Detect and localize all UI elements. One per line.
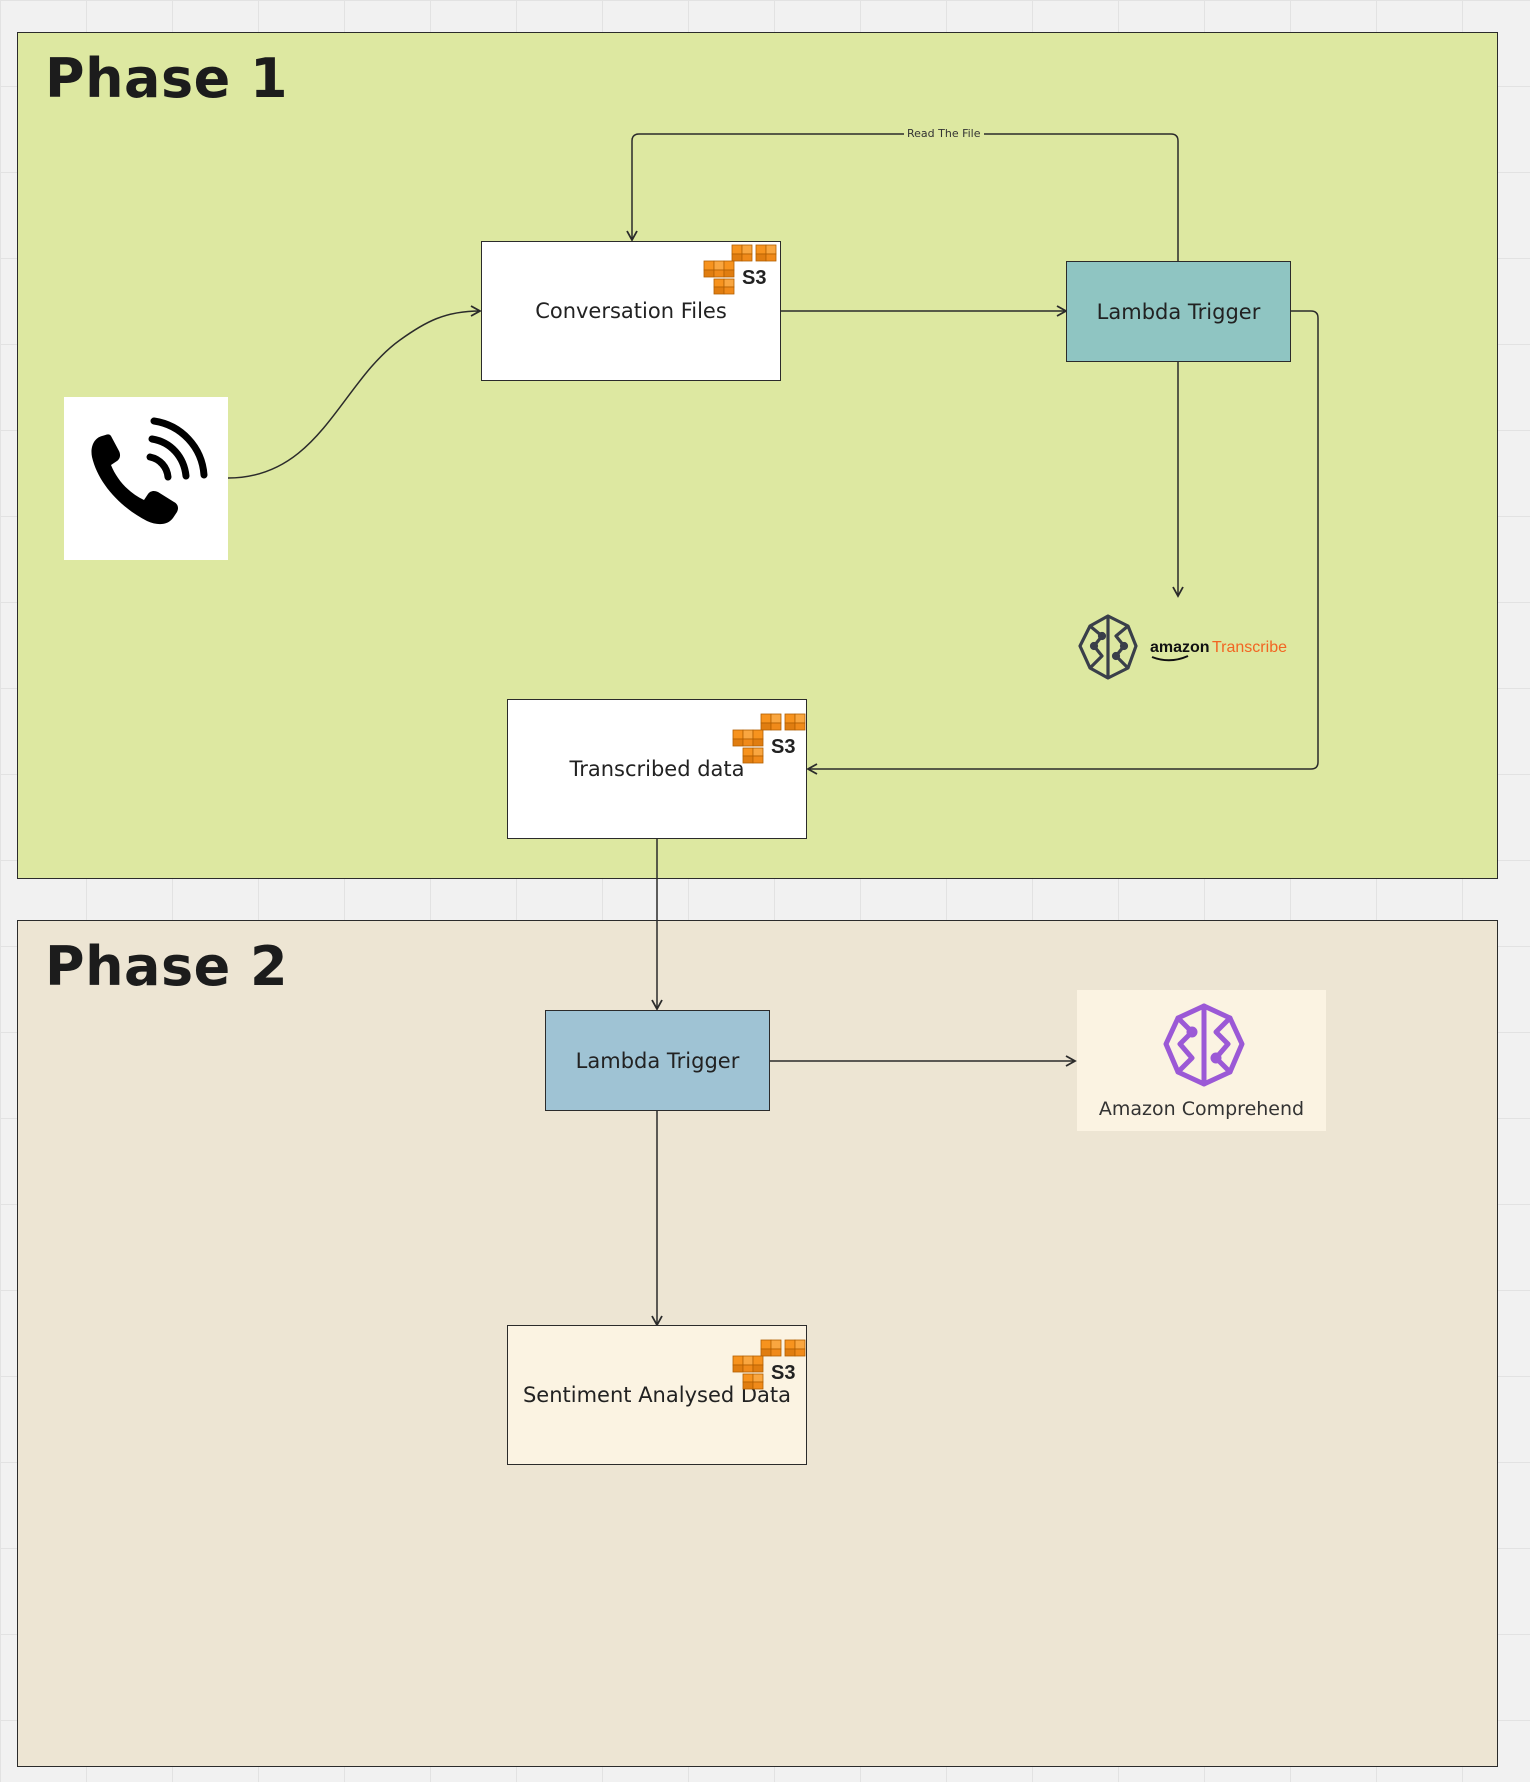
lambda-trigger-label: Lambda Trigger (1096, 299, 1261, 324)
amazon-transcribe-brain-icon: amazon Transcribe (1078, 614, 1287, 680)
amazon-comprehend-card: Amazon Comprehend (1077, 990, 1326, 1131)
s3-badge-text: S3 (771, 736, 795, 758)
transcribe-brand-text: amazon (1150, 639, 1210, 656)
phase-2-title: Phase 2 (45, 935, 289, 998)
phase-1-title: Phase 1 (45, 47, 289, 110)
s3-badge-text: S3 (742, 267, 766, 289)
transcribed-data-label: Transcribed data (569, 757, 745, 781)
lambda-trigger-node-phase-2[interactable]: Lambda Trigger (545, 1010, 770, 1111)
read-file-edge-label: Read The File (904, 127, 984, 140)
s3-badge-text: S3 (771, 1362, 795, 1384)
aws-s3-icon: S3 (731, 1338, 831, 1392)
phone-ringing-icon (91, 417, 208, 525)
sentiment-analysed-data-node[interactable]: Sentiment Analysed Data (507, 1325, 807, 1465)
edge-lambda-to-transcribed-data (806, 310, 1319, 775)
amazon-comprehend-brain-icon (1163, 1003, 1245, 1087)
transcribed-data-node[interactable]: Transcribed data (507, 699, 807, 839)
lambda-trigger-node-phase-1[interactable]: Lambda Trigger (1066, 261, 1291, 362)
lambda-trigger-2-label: Lambda Trigger (575, 1048, 740, 1073)
edge-phone-to-conversation-files (227, 305, 482, 479)
aws-s3-icon: S3 (702, 243, 802, 297)
aws-s3-icon: S3 (731, 712, 831, 766)
conversation-files-label: Conversation Files (535, 299, 727, 323)
comprehend-label: Amazon Comprehend (1098, 1098, 1305, 1120)
phone-card (64, 397, 228, 560)
amazon-transcribe-logo: amazon Transcribe (1076, 612, 1296, 684)
transcribe-product-text: Transcribe (1212, 639, 1287, 656)
